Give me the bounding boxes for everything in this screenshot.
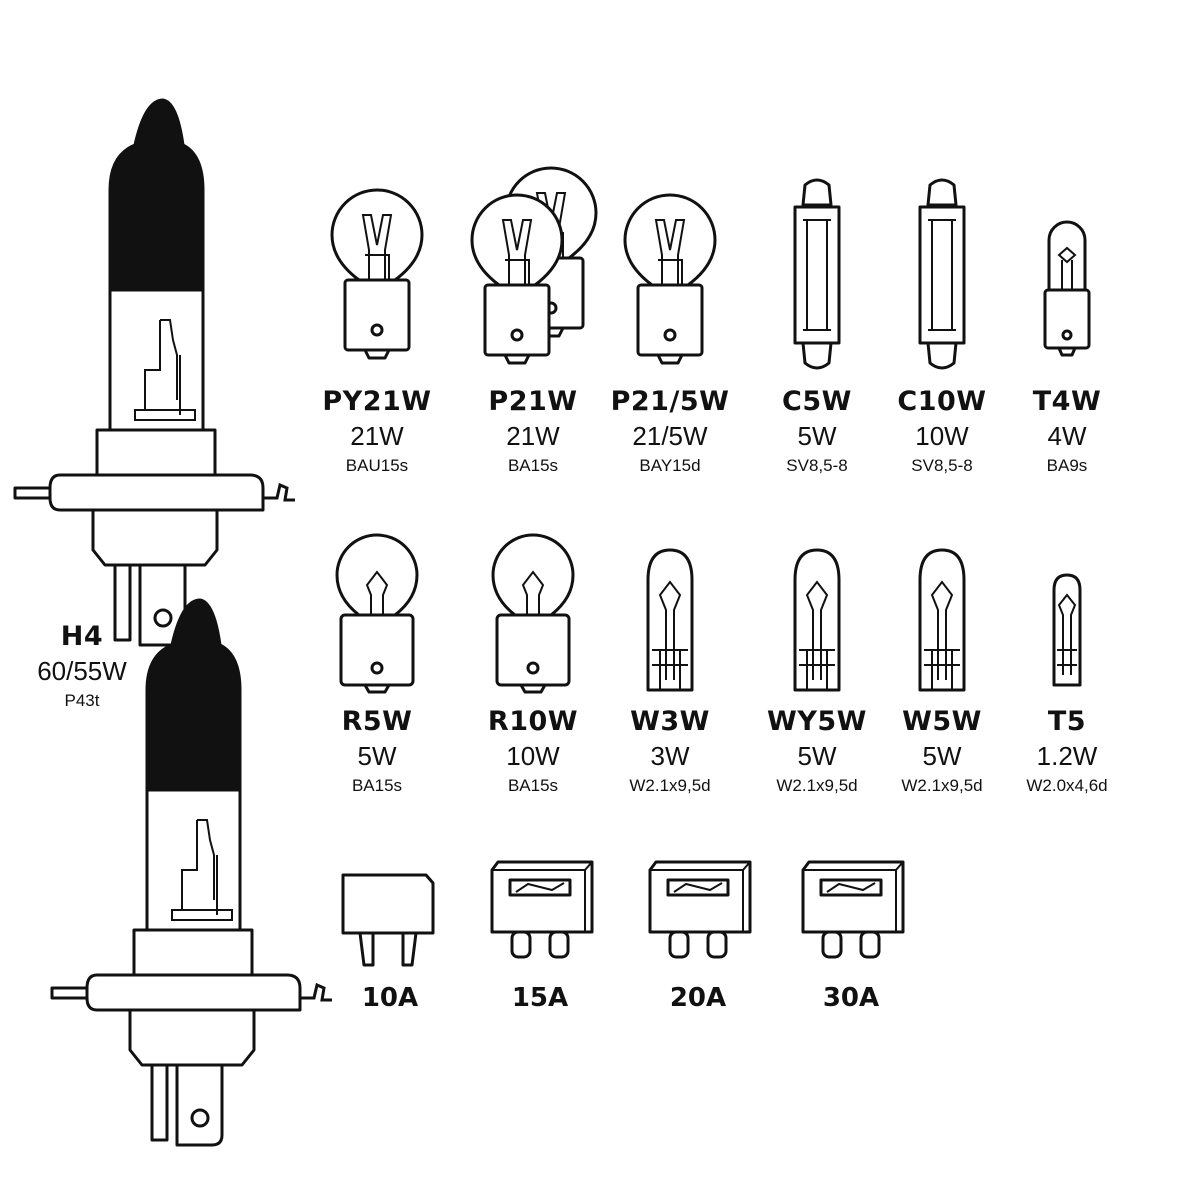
- bulb-label-watt: 21W: [506, 421, 560, 451]
- fuse-label: 15A: [512, 985, 568, 1011]
- fuse-label-name: 20A: [669, 983, 727, 1013]
- bulb-label-name: P21W: [488, 386, 578, 417]
- bulb-label-name: C10W: [897, 386, 987, 417]
- bulb-icon: [1052, 573, 1082, 687]
- h4-label-name: H4: [60, 621, 104, 652]
- h4-label: H4 60/55W P43t: [37, 623, 127, 709]
- fuse-label: 10A: [362, 985, 418, 1011]
- bulb-label: C10W 10W SV8,5-8: [897, 388, 986, 474]
- bulb-label-watt: 3W: [650, 741, 690, 771]
- bulb-label-base: BA15s: [507, 776, 559, 795]
- bulb-icon: [793, 178, 841, 370]
- bulb-label: PY21W 21W BAU15s: [322, 388, 431, 474]
- bulb-label-base: BAU15s: [345, 456, 409, 475]
- bulb-label-name: P21/5W: [610, 386, 730, 417]
- bulb-label: WY5W 5W W2.1x9,5d: [767, 708, 867, 794]
- fuse-label-name: 30A: [822, 983, 880, 1013]
- bulb-label: T5 1.2W W2.0x4,6d: [1026, 708, 1107, 794]
- bulb-label-watt: 10W: [915, 421, 969, 451]
- bulb-label-name: W5W: [902, 706, 982, 737]
- fuse-label: 30A: [823, 985, 879, 1011]
- bulb-label: C5W 5W SV8,5-8: [782, 388, 852, 474]
- bulb-icon: [646, 548, 694, 692]
- bulb-label-name: W3W: [630, 706, 710, 737]
- bulb-label-base: BA9s: [1046, 456, 1088, 475]
- fuse-label-name: 10A: [361, 983, 419, 1013]
- bulb-label: W5W 5W W2.1x9,5d: [901, 708, 982, 794]
- bulb-label-name: R5W: [341, 706, 413, 737]
- bulb-label-watt: 10W: [506, 741, 560, 771]
- bulb-icon: [335, 533, 419, 694]
- bulb-icon: [491, 533, 575, 694]
- fuse-icon: [341, 873, 435, 967]
- bulb-label-name: PY21W: [322, 386, 432, 417]
- bulb-icon: [918, 548, 966, 692]
- bulb-label-base: W2.1x9,5d: [901, 776, 983, 795]
- bulb-label-base: SV8,5-8: [786, 456, 848, 475]
- bulb-label-name: T5: [1047, 706, 1087, 737]
- fuse-label: 20A: [670, 985, 726, 1011]
- bulb-label: P21W 21W BA15s: [488, 388, 577, 474]
- bulb-icon: [330, 188, 424, 360]
- bulb-label-name: R10W: [487, 706, 579, 737]
- h4-label-base: P43t: [64, 691, 100, 710]
- bulb-label-name: WY5W: [767, 706, 867, 737]
- bulb-label-watt: 4W: [1047, 421, 1087, 451]
- bulb-icon: [1043, 220, 1091, 357]
- bulb-label: P21/5W 21/5W BAY15d: [611, 388, 730, 474]
- fuse-label-name: 15A: [511, 983, 569, 1013]
- bulb-label-watt: 21W: [350, 421, 404, 451]
- bulb-label: R5W 5W BA15s: [342, 708, 413, 794]
- fuse-icon: [801, 860, 905, 959]
- bulb-label-base: W2.0x4,6d: [1026, 776, 1108, 795]
- bulb-label-watt: 5W: [797, 741, 837, 771]
- bulb-label-watt: 1.2W: [1036, 741, 1098, 771]
- fuse-icon: [648, 860, 752, 959]
- bulb-label-base: BA15s: [351, 776, 403, 795]
- bulb-label-watt: 5W: [922, 741, 962, 771]
- bulb-icon: [918, 178, 966, 370]
- fuse-icon: [490, 860, 594, 959]
- bulb-label-base: BA15s: [507, 456, 559, 475]
- bulb-label: T4W 4W BA9s: [1033, 388, 1102, 474]
- bulb-icon: [623, 193, 717, 365]
- bulb-label-watt: 5W: [357, 741, 397, 771]
- bulb-label: R10W 10W BA15s: [488, 708, 578, 794]
- bulb-label-base: W2.1x9,5d: [629, 776, 711, 795]
- bulb-label-watt: 5W: [797, 421, 837, 451]
- bulb-label-watt: 21/5W: [632, 421, 708, 451]
- bulb-label-base: SV8,5-8: [911, 456, 973, 475]
- bulb-label-name: T4W: [1032, 386, 1102, 417]
- h4-headlamp-icon: [13, 98, 297, 647]
- bulb-label-name: C5W: [782, 386, 852, 417]
- bulb-icon: [793, 548, 841, 692]
- bulb-label-base: W2.1x9,5d: [776, 776, 858, 795]
- h4-label-watt: 60/55W: [37, 656, 127, 686]
- bulb-label: W3W 3W W2.1x9,5d: [629, 708, 710, 794]
- bulb-label-base: BAY15d: [639, 456, 701, 475]
